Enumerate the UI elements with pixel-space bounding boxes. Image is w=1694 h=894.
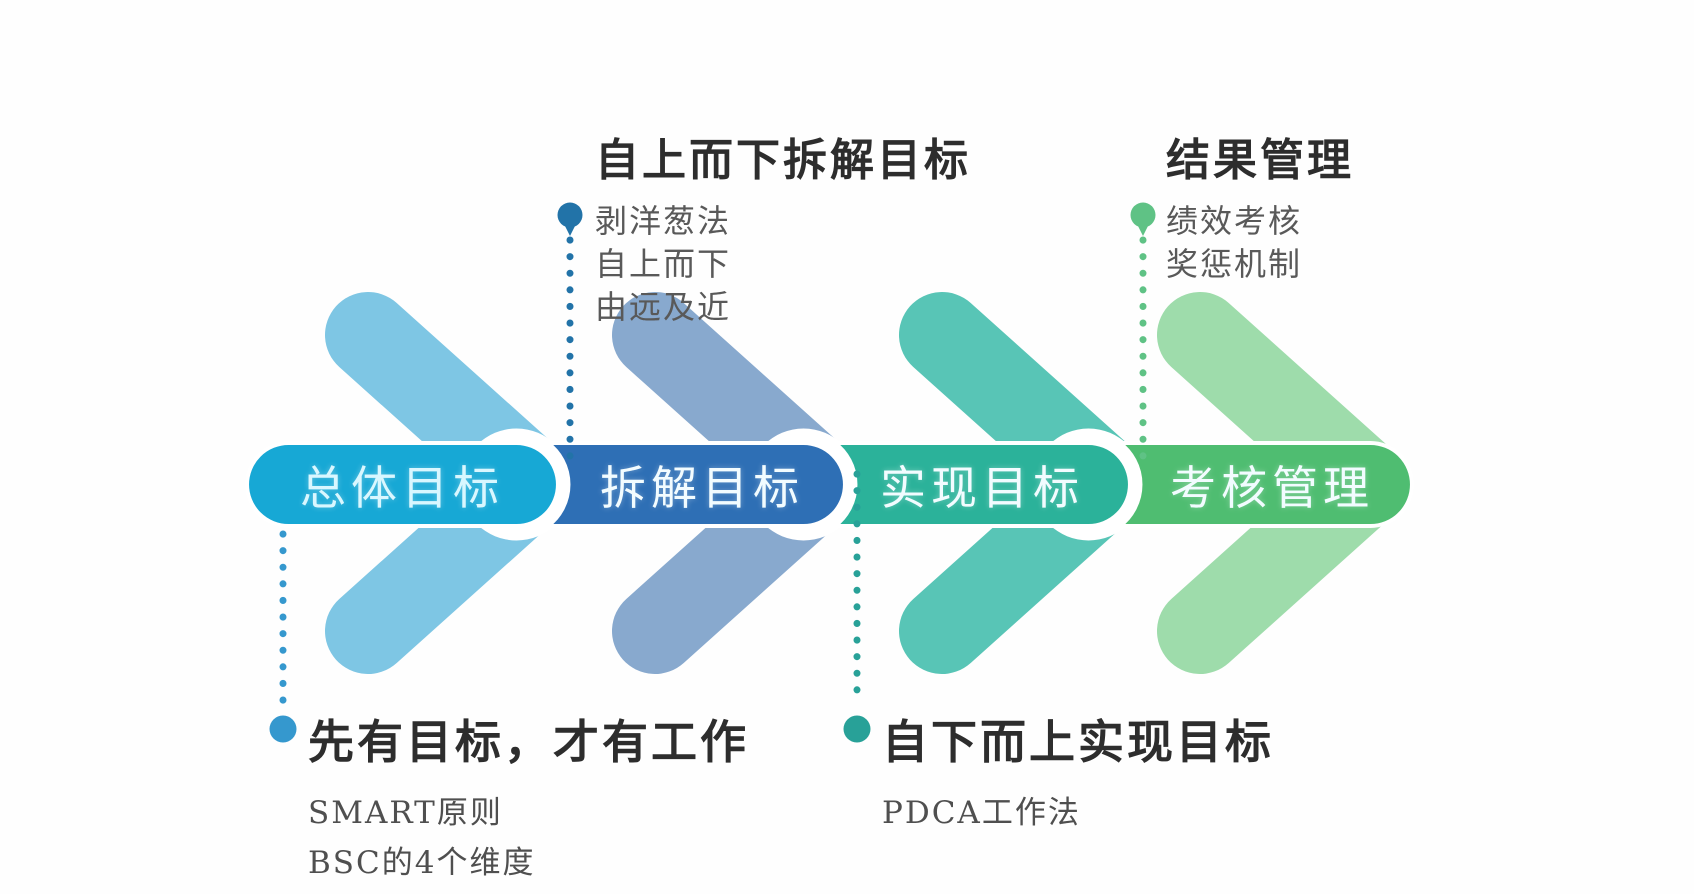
annotation-items: 剥洋葱法 自上而下 由远及近 xyxy=(595,200,971,329)
stage-pill-3 xyxy=(828,441,1132,528)
stage-pill-2 xyxy=(541,441,847,528)
annotation-items: 绩效考核 奖惩机制 xyxy=(1166,200,1354,286)
stage-label-3: 实现目标 xyxy=(880,462,1084,514)
annotation-item: 由远及近 xyxy=(595,289,732,325)
pin-circle-icon xyxy=(557,202,583,228)
annotation-title: 自下而上实现目标 xyxy=(882,716,1274,768)
stage-label-4: 考核管理 xyxy=(1170,462,1374,514)
annotation-item: 绩效考核 xyxy=(1166,203,1303,239)
annotation-top-middle: 自上而下拆解目标 剥洋葱法 自上而下 由远及近 xyxy=(595,124,971,329)
pin-tail-icon xyxy=(563,223,577,236)
pin-marker-top-right xyxy=(1130,202,1156,236)
annotation-item: PDCA工作法 xyxy=(882,795,1081,831)
annotation-item: BSC的4个维度 xyxy=(308,845,536,881)
annotation-item: 奖惩机制 xyxy=(1166,246,1303,282)
pin-marker-top-middle xyxy=(557,202,583,236)
annotation-item: 剥洋葱法 xyxy=(595,203,732,239)
bullet-marker-bottom-middle xyxy=(843,715,871,743)
annotation-title: 先有目标，才有工作 xyxy=(308,716,749,768)
annotation-item: 自上而下 xyxy=(595,246,732,282)
stage-label-2: 拆解目标 xyxy=(600,462,804,514)
annotation-bottom-middle: 自下而上实现目标 PDCA工作法 xyxy=(882,706,1274,838)
annotation-top-right: 结果管理 绩效考核 奖惩机制 xyxy=(1166,124,1354,286)
annotation-items: PDCA工作法 xyxy=(882,788,1274,838)
annotation-item: SMART原则 xyxy=(308,795,503,831)
stage-label-1: 总体目标 xyxy=(300,462,504,514)
pin-circle-icon xyxy=(1130,202,1156,228)
stage-pill-1 xyxy=(245,441,560,528)
annotation-title: 结果管理 xyxy=(1166,136,1354,185)
bullet-marker-bottom-left xyxy=(269,715,297,743)
annotation-items: SMART原则 BSC的4个维度 xyxy=(308,788,749,888)
annotation-bottom-left: 先有目标，才有工作 SMART原则 BSC的4个维度 xyxy=(308,706,749,888)
annotation-title: 自上而下拆解目标 xyxy=(595,136,971,185)
pin-tail-icon xyxy=(1136,223,1150,236)
stage-pill-4 xyxy=(1113,441,1414,528)
